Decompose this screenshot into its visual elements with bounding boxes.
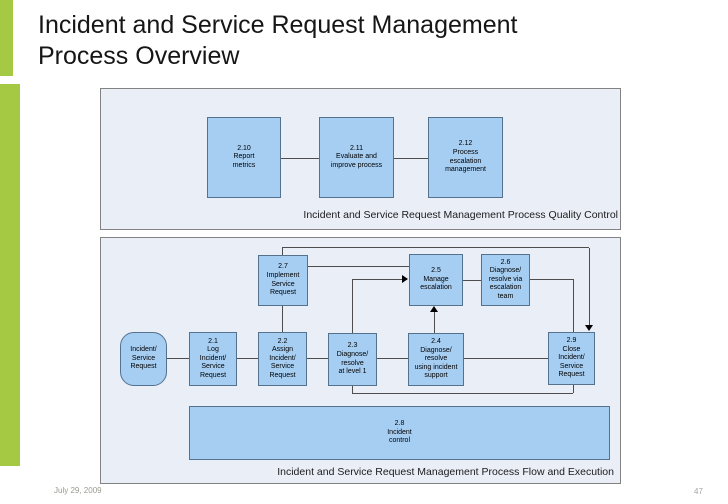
quality-section-label: Incident and Service Request Management …	[303, 209, 618, 221]
connector	[282, 247, 283, 255]
connector	[463, 280, 481, 281]
connector	[282, 247, 589, 248]
node-2-11-evaluate-improve-process: 2.11 Evaluate and improve process	[319, 117, 394, 198]
node-2-10-report-metrics: 2.10 Report metrics	[207, 117, 281, 198]
connector	[589, 248, 590, 326]
connector	[530, 279, 573, 280]
connector	[573, 385, 574, 393]
connector	[394, 158, 428, 159]
arrow-right-icon	[402, 275, 408, 283]
connector	[434, 312, 435, 333]
connector	[352, 393, 573, 394]
flow-section-label: Incident and Service Request Management …	[277, 466, 614, 478]
connector	[352, 279, 403, 280]
node-2-1-log-incident-service-request: 2.1 Log Incident/ Service Request	[189, 332, 237, 386]
connector	[280, 158, 319, 159]
node-2-4-diagnose-resolve-incident-support: 2.4 Diagnose/ resolve using incident sup…	[408, 333, 464, 386]
node-2-6-diagnose-resolve-escalation-team: 2.6 Diagnose/ resolve via escalation tea…	[481, 254, 530, 306]
connector	[352, 279, 353, 333]
page-number: 47	[694, 487, 703, 496]
arrow-down-icon	[585, 325, 593, 331]
node-2-5-manage-escalation: 2.5 Manage escalation	[409, 254, 463, 306]
node-2-2-assign-incident-service-request: 2.2 Assign Incident/ Service Request	[258, 332, 307, 386]
connector	[307, 358, 328, 359]
node-2-3-diagnose-resolve-level-1: 2.3 Diagnose/ resolve at level 1	[328, 333, 377, 386]
node-2-9-close-incident-service-request: 2.9 Close Incident/ Service Request	[548, 332, 595, 385]
node-start-incident-service-request: Incident/ Service Request	[120, 332, 167, 386]
connector	[308, 266, 409, 267]
connector	[282, 306, 283, 332]
connector	[352, 386, 353, 394]
connector	[464, 358, 548, 359]
slide-title: Incident and Service Request Management …	[38, 11, 518, 71]
arrow-up-icon	[430, 306, 438, 312]
connector	[573, 279, 574, 332]
node-2-12-process-escalation-management: 2.12 Process escalation management	[428, 117, 503, 198]
accent-bar-top	[0, 0, 13, 76]
connector	[167, 358, 189, 359]
accent-bar-left	[0, 84, 20, 466]
node-2-8-incident-control: 2.8 Incident control	[189, 406, 610, 460]
footer-date: July 29, 2009	[54, 486, 102, 495]
connector	[237, 358, 258, 359]
connector	[377, 358, 408, 359]
node-2-7-implement-service-request: 2.7 Implement Service Request	[258, 255, 308, 306]
